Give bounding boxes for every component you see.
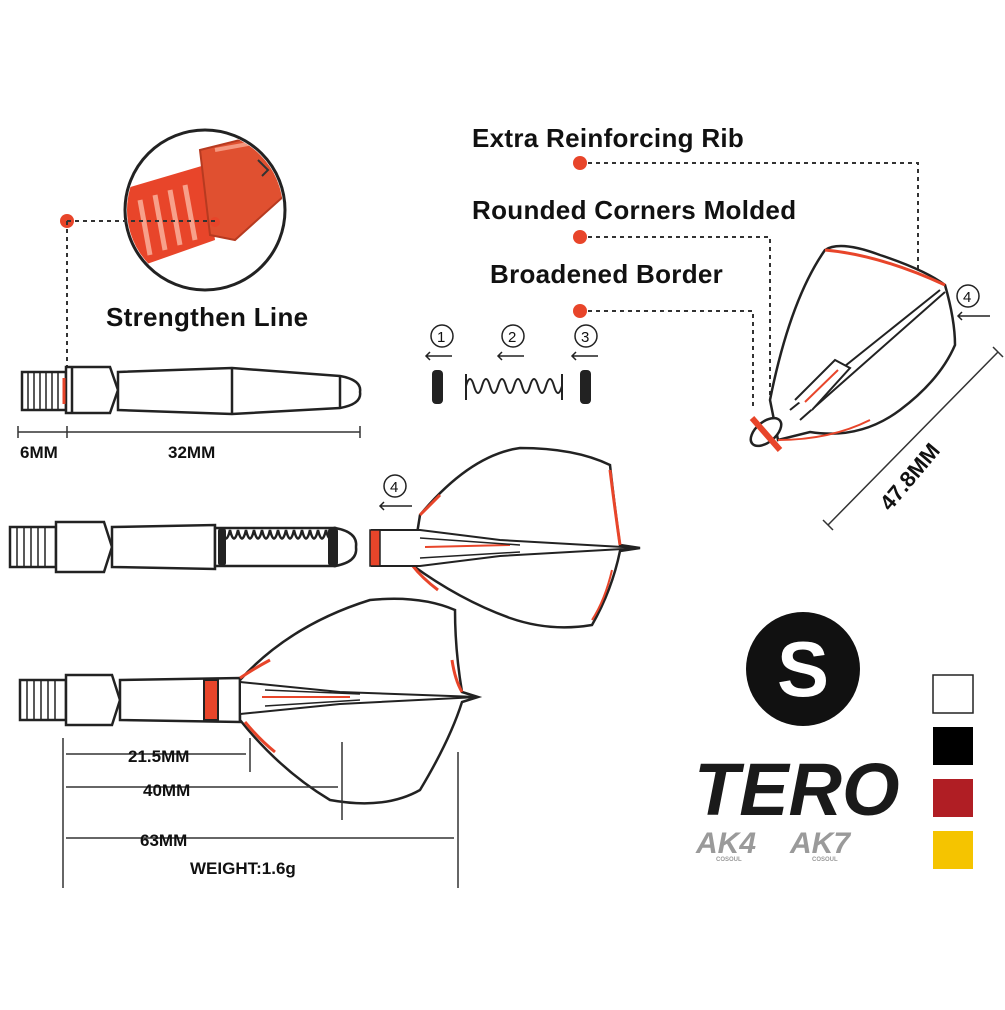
- brand-name: TERO: [694, 748, 900, 831]
- parts-row: 1 2 3: [424, 324, 598, 404]
- part-1-number: 1: [437, 329, 445, 346]
- flight-bottom: [203, 597, 483, 805]
- dim-bottom: [62, 738, 459, 888]
- extra-rib-label: Extra Reinforcing Rib: [472, 123, 744, 153]
- spring-part: [465, 378, 563, 394]
- dim-32mm: 32MM: [168, 443, 215, 462]
- ring-part: [580, 370, 591, 404]
- callout-leaders: [580, 162, 919, 410]
- part-4-number-mid: 4: [390, 479, 398, 496]
- flight-angled: [749, 244, 957, 452]
- flight-side: [369, 446, 641, 629]
- color-swatch[interactable]: [932, 674, 974, 714]
- rounded-corners-label: Rounded Corners Molded: [472, 195, 796, 225]
- dim-21-5mm: 21.5MM: [128, 747, 189, 766]
- shaft-standalone: [20, 365, 362, 416]
- color-swatch[interactable]: [933, 727, 973, 765]
- o-ring-part: [432, 370, 443, 404]
- size-letter: S: [777, 625, 829, 713]
- strengthen-leader: [60, 214, 215, 378]
- zoom-circle: [123, 128, 287, 292]
- dim-47-8mm: 47.8MM: [875, 438, 945, 515]
- color-swatches: [932, 674, 974, 869]
- spring-installed: [220, 529, 336, 540]
- part-2-number: 2: [508, 329, 516, 346]
- dim-6mm: 6MM: [20, 443, 58, 462]
- dim-63mm: 63MM: [140, 831, 187, 850]
- dim-40mm: 40MM: [143, 781, 190, 800]
- brand-tag-1: COSOUL: [716, 857, 742, 863]
- size-badge: S: [746, 612, 860, 726]
- color-swatch[interactable]: [933, 831, 973, 869]
- color-swatch[interactable]: [933, 779, 973, 817]
- brand-tag-2: COSOUL: [812, 857, 838, 863]
- strengthen-line-label: Strengthen Line: [106, 302, 308, 332]
- weight-label: WEIGHT:1.6g: [190, 859, 296, 878]
- part-4-number-top: 4: [963, 289, 971, 306]
- brand-model-ak4: AK4: [695, 827, 756, 860]
- broadened-border-label: Broadened Border: [490, 259, 723, 289]
- dim-6-32: 6MM 32MM: [17, 426, 361, 462]
- brand-model-ak7: AK7: [789, 827, 851, 860]
- shaft-with-spring: [8, 520, 358, 574]
- part-3-number: 3: [581, 329, 589, 346]
